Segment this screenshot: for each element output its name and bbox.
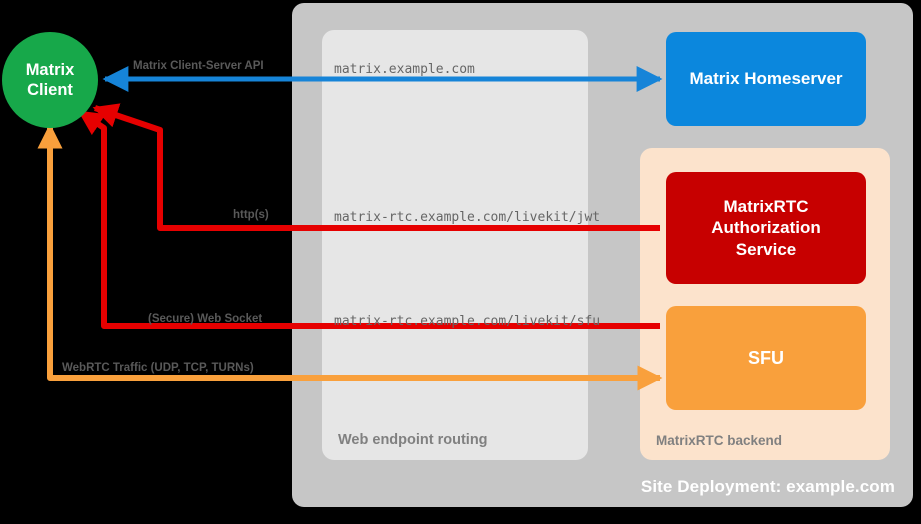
flow-label-websocket: (Secure) Web Socket	[148, 313, 263, 325]
endpoint-label-sfu: matrix-rtc.example.com/livekit/sfu	[334, 314, 601, 329]
matrix-client-line2: Client	[27, 81, 73, 99]
endpoint-label-matrix: matrix.example.com	[334, 62, 475, 77]
node-matrix-client[interactable]: Matrix Client	[2, 32, 98, 128]
flow-label-https: http(s)	[233, 209, 269, 221]
node-matrix-homeserver[interactable]: Matrix Homeserver	[666, 32, 866, 126]
matrixrtc-backend-label: MatrixRTC backend	[656, 433, 783, 448]
matrix-homeserver-label: Matrix Homeserver	[689, 69, 843, 89]
matrix-client-line1: Matrix	[25, 60, 75, 79]
auth-service-line2: Authorization	[711, 218, 821, 238]
auth-service-line3: Service	[735, 239, 797, 259]
flow-label-webrtc: WebRTC Traffic (UDP, TCP, TURNs)	[62, 362, 254, 374]
endpoint-label-jwt: matrix-rtc.example.com/livekit/jwt	[334, 210, 601, 225]
sfu-label: SFU	[748, 347, 784, 368]
auth-service-line1: MatrixRTC	[723, 197, 809, 217]
site-deployment-label: Site Deployment: example.com	[640, 477, 895, 496]
node-matrixrtc-authorization-service[interactable]: MatrixRTC Authorization Service	[666, 172, 866, 284]
web-endpoint-routing-label: Web endpoint routing	[338, 432, 488, 448]
node-sfu[interactable]: SFU	[666, 306, 866, 410]
flow-label-client-server-api: Matrix Client-Server API	[133, 60, 264, 72]
web-endpoint-routing-panel: Web endpoint routing	[322, 30, 588, 460]
